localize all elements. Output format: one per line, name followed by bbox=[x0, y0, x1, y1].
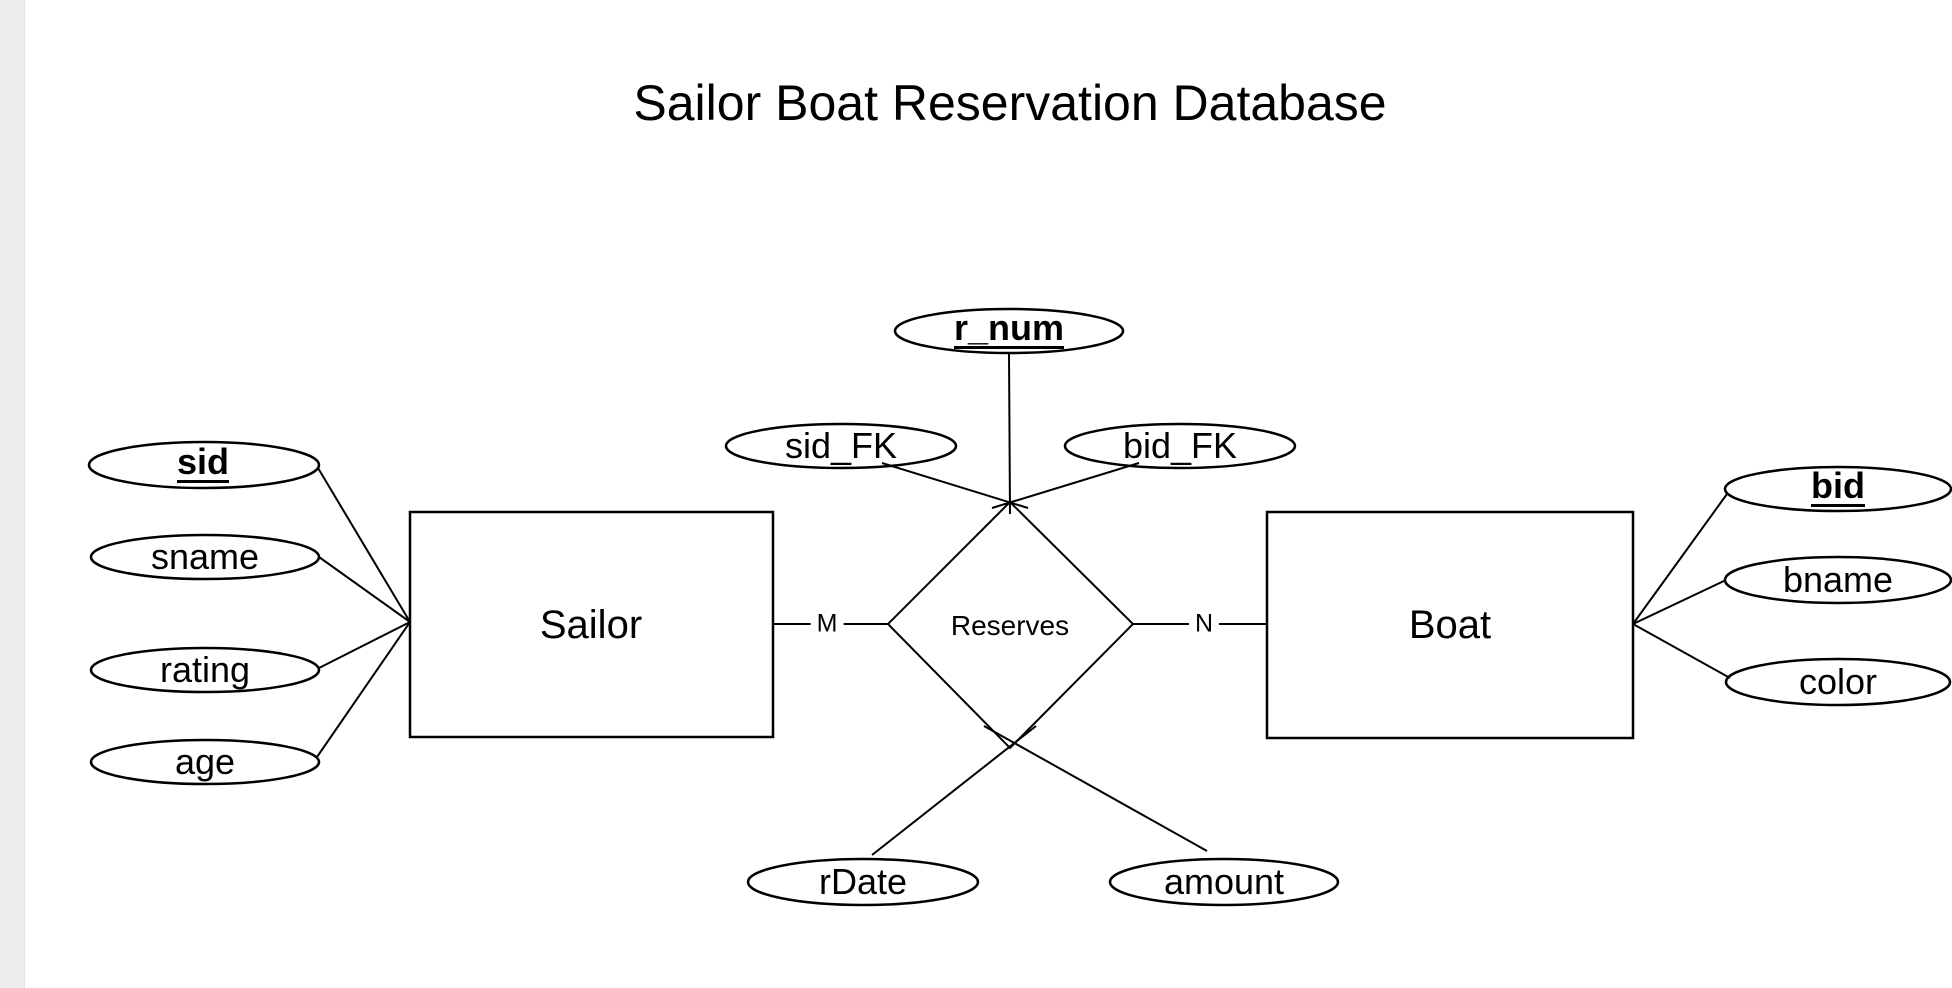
boat-entity-label: Boat bbox=[1408, 603, 1492, 647]
sname-attribute-label: sname bbox=[150, 536, 260, 577]
bid-fk-attribute-label: bid_FK bbox=[1122, 425, 1238, 466]
rating-attribute-ellipse bbox=[89, 646, 321, 694]
r-num-connector-line bbox=[1008, 352, 1011, 515]
rdate-attribute-ellipse bbox=[746, 857, 980, 907]
sid-fk-attribute-label: sid_FK bbox=[784, 425, 898, 466]
bname-connector-line bbox=[1632, 579, 1727, 625]
rating-attribute-label: rating bbox=[159, 649, 251, 690]
sid-fk-attribute-ellipse bbox=[724, 422, 958, 470]
color-connector-line bbox=[1632, 623, 1731, 679]
amount-attribute-ellipse bbox=[1108, 857, 1340, 907]
sname-connector-line bbox=[318, 556, 411, 623]
bid-fk-connector-line bbox=[991, 462, 1140, 509]
bid-connector-line bbox=[1632, 493, 1728, 625]
r-num-attribute-label: r_num bbox=[953, 307, 1065, 348]
bid-attribute-label: bid bbox=[1811, 465, 1865, 506]
sailor-entity-label: Sailor bbox=[539, 603, 643, 647]
color-attribute-label: color bbox=[1798, 661, 1878, 702]
rdate-attribute-label: rDate bbox=[818, 861, 908, 902]
amount-attribute-label: amount bbox=[1163, 861, 1285, 902]
sid-fk-connector-line bbox=[881, 462, 1029, 509]
age-attribute-label: age bbox=[174, 741, 236, 782]
sid-connector-line bbox=[317, 467, 411, 623]
left-gutter-strip bbox=[0, 0, 25, 988]
age-attribute-ellipse bbox=[89, 738, 321, 786]
cardinality-m-label: M bbox=[810, 611, 844, 637]
color-attribute-ellipse bbox=[1724, 657, 1952, 707]
sid-attribute-label: sid bbox=[176, 441, 230, 482]
age-connector-line bbox=[316, 621, 411, 758]
bid-attribute-ellipse bbox=[1723, 465, 1952, 513]
bid-fk-attribute-ellipse bbox=[1063, 422, 1297, 470]
rdate-connector-line bbox=[871, 725, 1037, 856]
cardinality-n-label: N bbox=[1188, 611, 1220, 637]
amount-connector-line bbox=[983, 725, 1208, 852]
rating-connector-line bbox=[318, 621, 411, 669]
sid-attribute-ellipse bbox=[87, 440, 321, 490]
reserves-relationship-label: Reserves bbox=[950, 610, 1070, 641]
sailor-entity-rect bbox=[408, 510, 775, 739]
bname-attribute-label: bname bbox=[1782, 559, 1894, 600]
diagram-title: Sailor Boat Reservation Database bbox=[633, 75, 1387, 131]
